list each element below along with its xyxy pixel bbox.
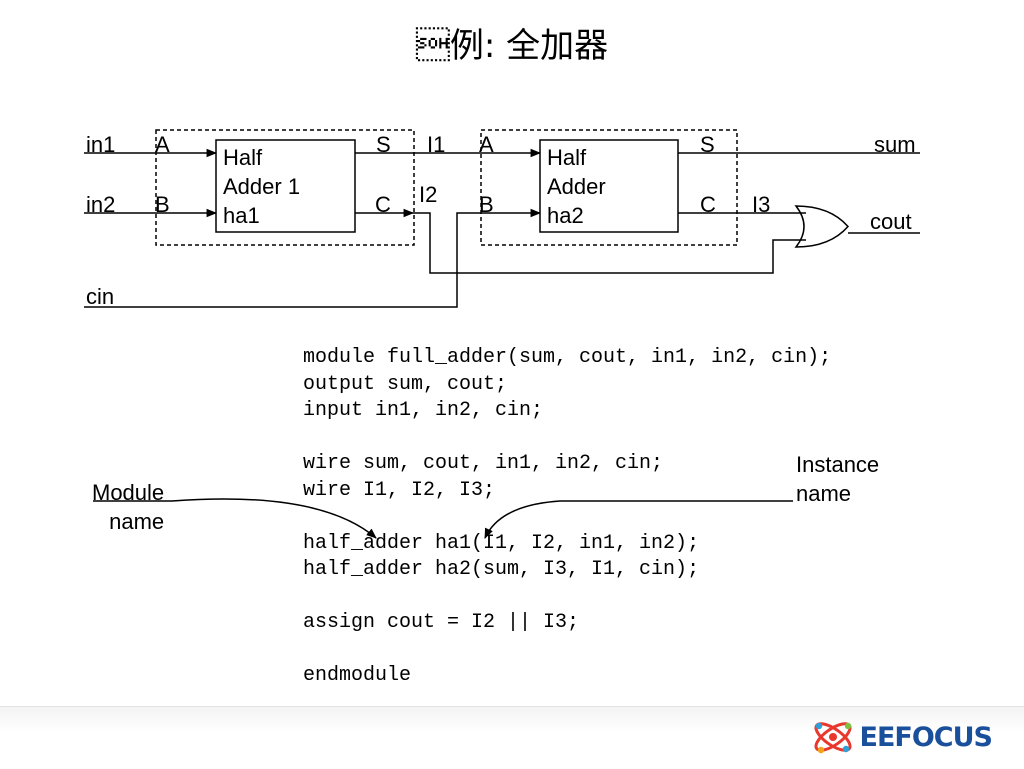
label-in1: in1: [86, 132, 116, 157]
label-i3: I3: [752, 192, 771, 217]
ha2-block-label: Half Adder ha2: [547, 145, 606, 228]
wire-cin: [84, 208, 542, 308]
label-i2: I2: [419, 182, 438, 207]
label-ha2-b: B: [479, 192, 494, 217]
label-ha2-c: C: [700, 192, 716, 217]
label-ha2-s: S: [700, 132, 715, 157]
full-adder-circuit-diagram: [84, 129, 920, 539]
or-gate: [794, 205, 849, 248]
label-ha1-a: A: [155, 132, 170, 157]
ha2-block: [539, 139, 679, 233]
wire-i2-to-or: [413, 212, 806, 274]
module-name-arrow: [93, 498, 377, 539]
atom-icon: [814, 722, 852, 754]
label-ha2-a: A: [479, 132, 494, 157]
module-name-annotation: Module name: [92, 480, 165, 534]
ha1-block: [215, 139, 356, 233]
instance-name-annotation: Instance name: [796, 452, 880, 506]
verilog-code: module full_adder(sum, cout, in1, in2, c…: [303, 346, 832, 687]
slide-title: 例: 全加器: [415, 26, 609, 66]
label-i1: I1: [427, 132, 446, 157]
label-ha1-b: B: [155, 192, 170, 217]
logo-text: EEFOCUS: [859, 721, 993, 753]
label-in2: in2: [86, 192, 116, 217]
ha1-block-label: Half Adder 1 ha1: [223, 145, 301, 228]
label-ha1-s: S: [376, 132, 391, 157]
label-sum: sum: [874, 132, 916, 157]
ha2-module-boundary: [480, 129, 738, 246]
instance-name-arrow: [484, 500, 793, 539]
label-cout: cout: [870, 209, 912, 234]
ha1-module-boundary: [155, 129, 415, 246]
footer-band: [0, 706, 1024, 769]
label-cin: cin: [86, 284, 115, 309]
eefocus-logo[interactable]: EEFOCUS: [810, 714, 993, 760]
label-ha1-c: C: [375, 192, 391, 217]
